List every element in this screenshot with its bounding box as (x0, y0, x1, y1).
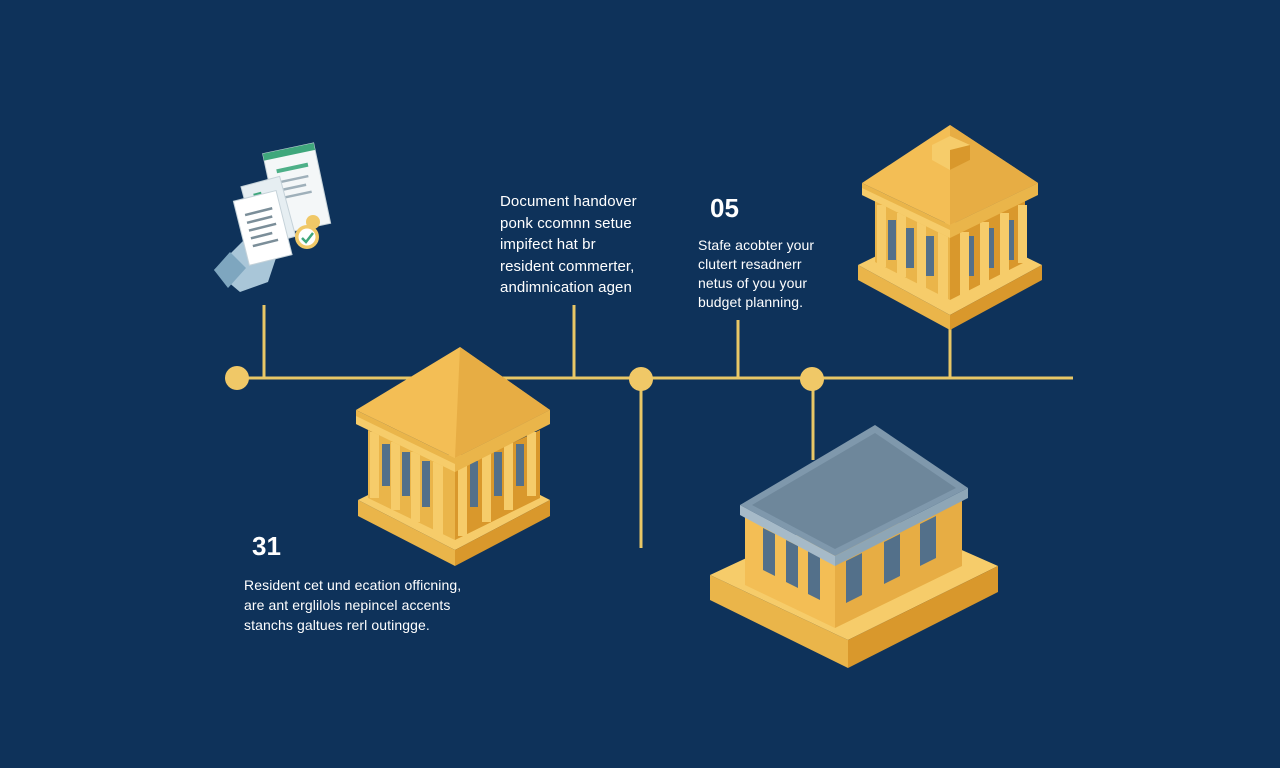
timeline-node-2 (629, 367, 653, 391)
classical-bank-icon (356, 347, 550, 566)
milestone-text-bottom-left: Resident cet und ecation officning, are … (244, 577, 462, 633)
timeline-nodes (225, 366, 824, 391)
domed-bank-icon (858, 125, 1042, 330)
timeline (237, 305, 1073, 548)
milestone-number-top-right: 05 (710, 193, 739, 223)
milestone-text-top-right: Stafe acobter your clutert resadnerr net… (698, 237, 815, 310)
timeline-node-3 (800, 367, 824, 391)
milestone-number-bottom-left: 31 (252, 531, 281, 561)
timeline-node-1 (225, 366, 249, 390)
milestone-text-top-left: Document handover ponk ccomnn setue impi… (500, 193, 637, 296)
documents-icon (214, 142, 332, 292)
flat-roof-building-icon (710, 425, 998, 668)
